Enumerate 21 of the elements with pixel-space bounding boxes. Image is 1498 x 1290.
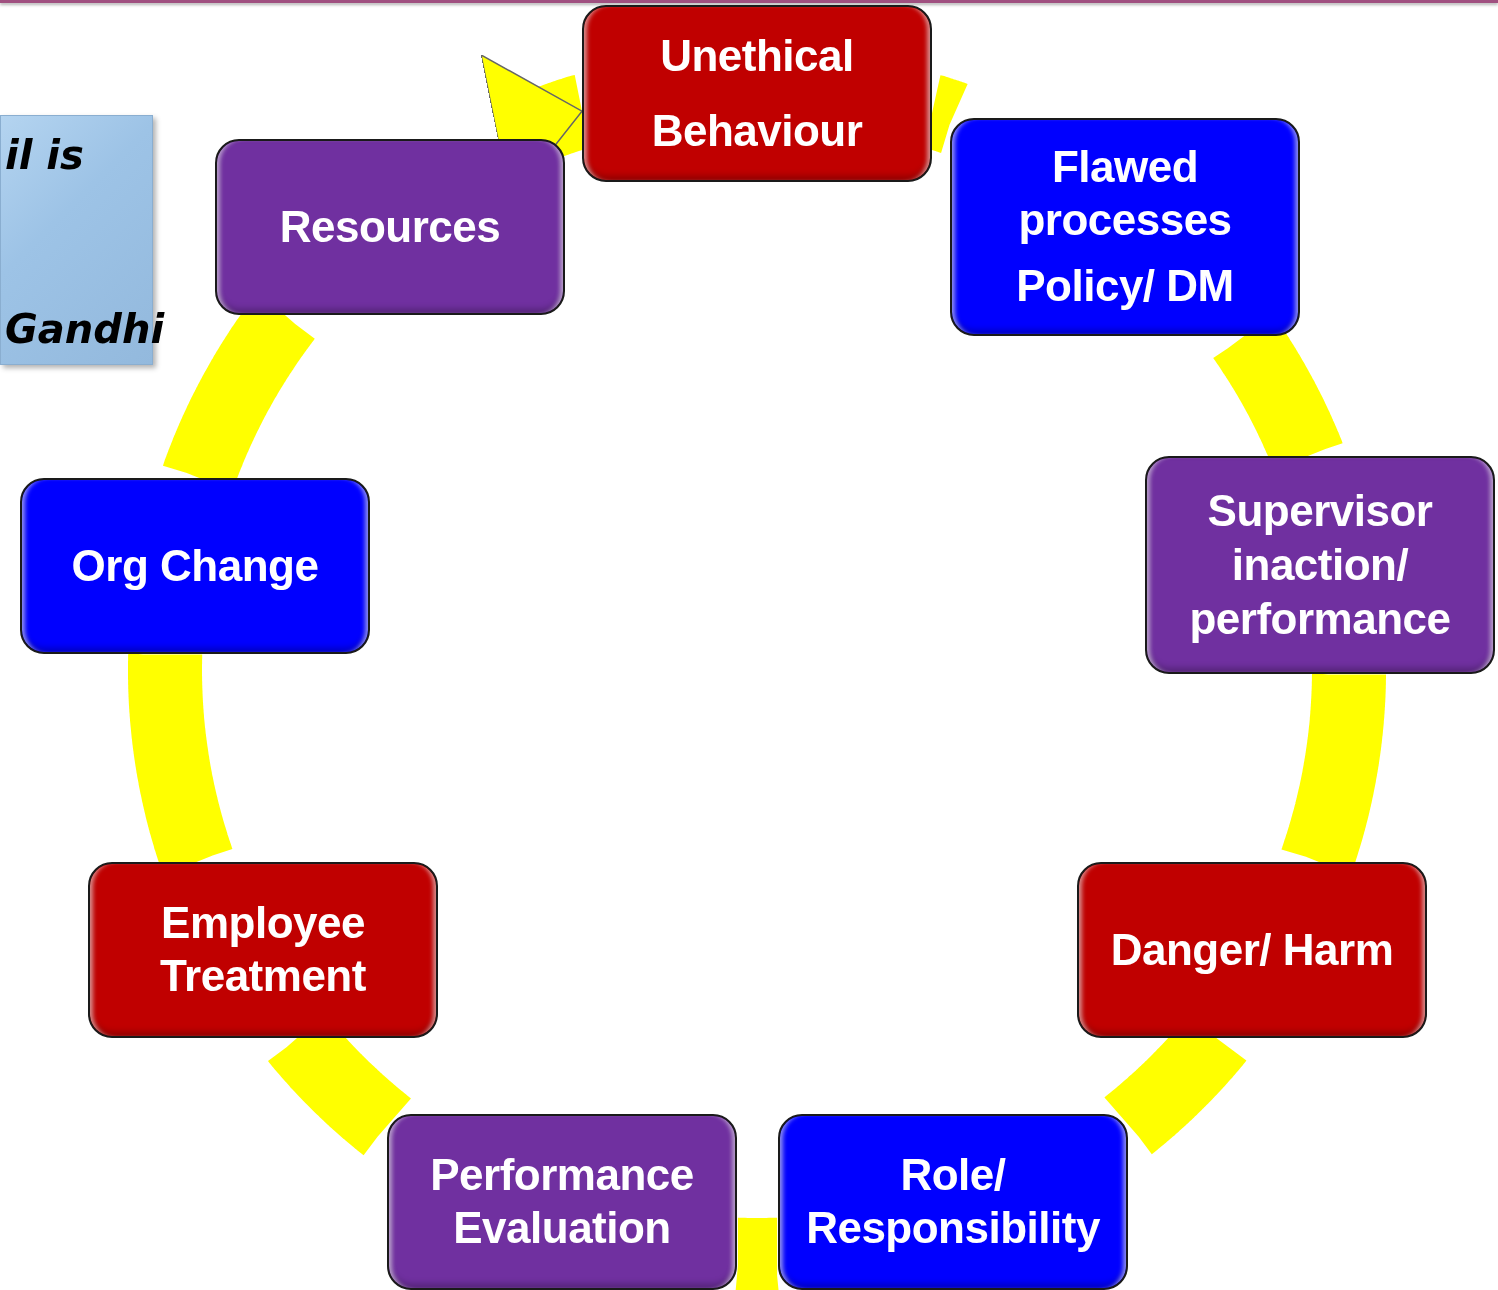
box-label: Employee Treatment xyxy=(159,897,367,1002)
process-box xyxy=(88,862,438,1038)
process-box xyxy=(582,5,932,182)
box-label: Performance Evaluation xyxy=(429,1149,695,1254)
box-label: Danger/ Harm xyxy=(1110,923,1394,976)
box-label: Flawed processes xyxy=(1017,140,1233,246)
quote-text: il is xyxy=(5,132,84,178)
quote-text: Gandhi xyxy=(5,306,165,352)
process-box xyxy=(778,1114,1128,1290)
box-label: Resources xyxy=(279,200,501,253)
process-box xyxy=(950,118,1300,336)
process-box xyxy=(387,1114,737,1290)
process-box xyxy=(20,478,370,654)
process-box xyxy=(1077,862,1427,1038)
box-label: Policy/ DM xyxy=(1016,260,1234,313)
box-label: Org Change xyxy=(71,539,319,592)
process-box xyxy=(1145,456,1495,674)
process-box xyxy=(215,139,565,315)
box-label: Role/ Responsibility xyxy=(805,1149,1101,1254)
box-label: Supervisor inaction/ performance xyxy=(1188,485,1452,645)
box-label: Unethical Behaviour xyxy=(650,29,864,157)
